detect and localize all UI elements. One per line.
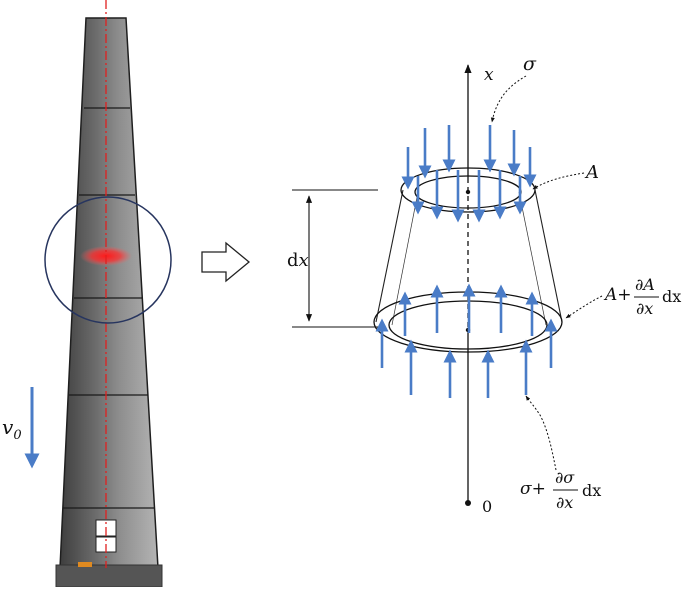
x-axis-label: x bbox=[484, 65, 494, 85]
frustum-side-left bbox=[375, 189, 404, 323]
chimney bbox=[44, 0, 172, 588]
element-diagram: x 0 bbox=[287, 53, 681, 516]
top-stress-arrows bbox=[401, 125, 537, 223]
area-bottom-suffix: dx bbox=[662, 287, 681, 306]
bottom-stress-arrows bbox=[375, 283, 558, 398]
chimney-base bbox=[55, 564, 163, 588]
sigma-bottom-denominator: ∂x bbox=[556, 493, 573, 512]
zoom-circle bbox=[44, 196, 172, 324]
area-bottom-prefix: A+ bbox=[603, 285, 632, 305]
area-bottom-label: A+ ∂A ∂x dx bbox=[603, 275, 681, 318]
transition-arrow bbox=[201, 241, 251, 283]
sigma-bottom-suffix: dx bbox=[582, 481, 601, 500]
sigma-top-leader bbox=[490, 75, 527, 123]
origin-label: 0 bbox=[482, 497, 492, 516]
dx-dimension: dx bbox=[287, 189, 378, 328]
chimney-body bbox=[59, 17, 159, 569]
area-bottom-denominator: ∂x bbox=[636, 299, 653, 318]
origin-point bbox=[465, 500, 471, 506]
velocity-indicator: v0 bbox=[2, 387, 40, 469]
chimney-base-accent bbox=[78, 562, 92, 567]
dx-label: dx bbox=[287, 250, 309, 271]
sigma-bottom-label: σ+ ∂σ ∂x dx bbox=[520, 468, 601, 512]
frustum-side-right bbox=[534, 189, 563, 323]
sigma-top-label: σ bbox=[523, 53, 537, 75]
velocity-label: v0 bbox=[2, 415, 22, 443]
sigma-bottom-numerator: ∂σ bbox=[555, 468, 575, 487]
sigma-bottom-leader bbox=[525, 395, 557, 471]
sigma-bottom-prefix: σ+ bbox=[520, 479, 546, 499]
top-ring-outer bbox=[400, 167, 536, 213]
area-top-leader bbox=[532, 172, 585, 190]
area-top-label: A bbox=[584, 162, 599, 183]
top-center-point bbox=[465, 189, 471, 195]
area-bottom-numerator: ∂A bbox=[635, 275, 655, 294]
area-bottom-leader bbox=[565, 295, 603, 319]
